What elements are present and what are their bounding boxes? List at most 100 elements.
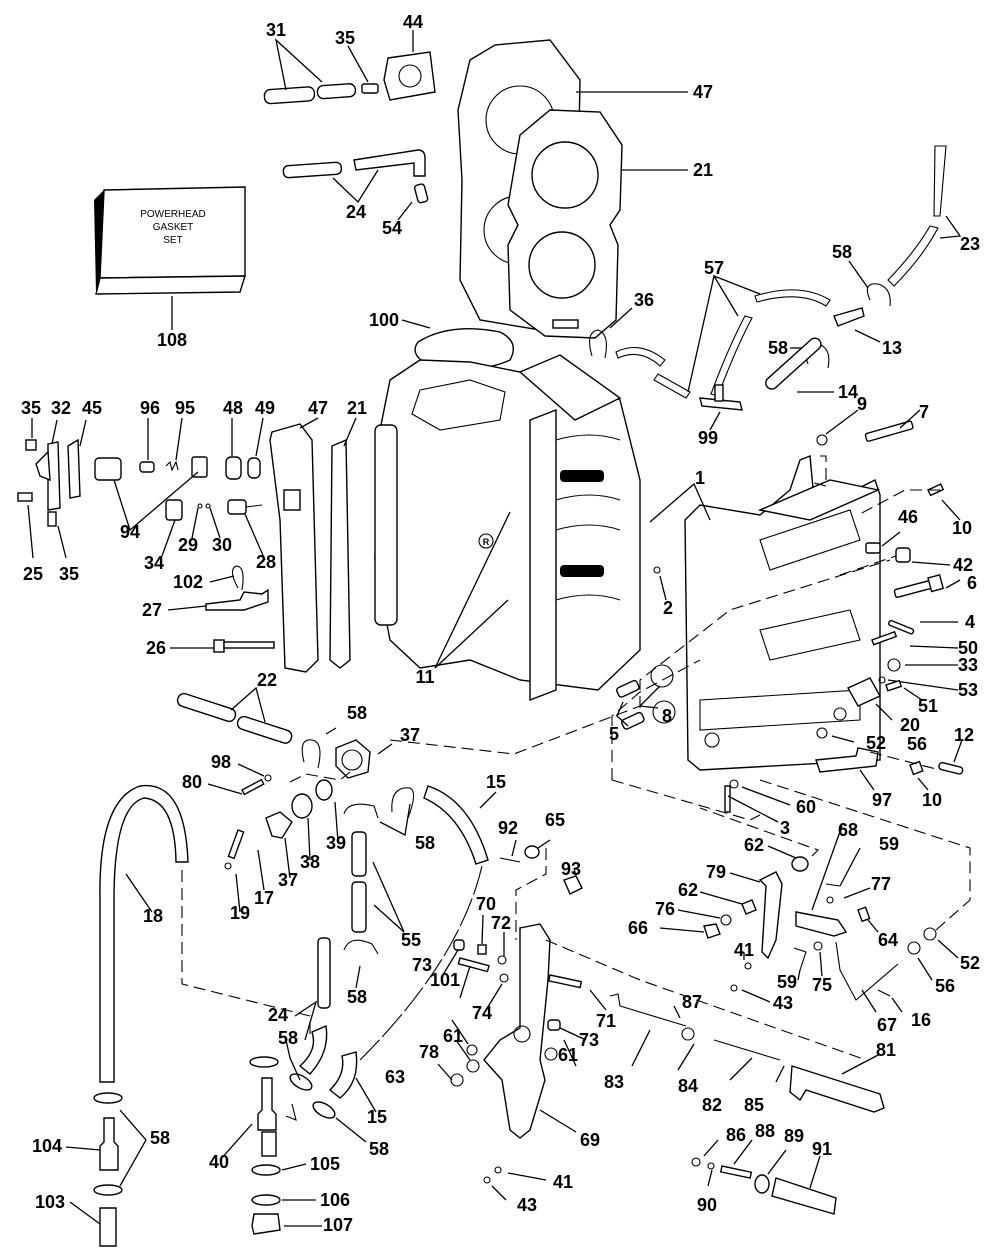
shift-parts	[609, 993, 885, 1113]
callout-77: 77	[870, 874, 892, 894]
callout-34: 34	[143, 553, 165, 573]
callout-58: 58	[277, 1028, 299, 1048]
callout-20: 20	[899, 715, 921, 735]
head-gasket-21-top	[507, 109, 688, 339]
gasket-set-label: POWERHEAD GASKET SET	[98, 208, 248, 247]
clamp-58-mid	[343, 939, 379, 989]
callout-21: 21	[346, 398, 368, 418]
callout-64: 64	[877, 930, 899, 950]
hose-24-top	[282, 149, 426, 204]
callout-28: 28	[255, 552, 277, 572]
hose-15-lower	[312, 1051, 377, 1119]
hoses-55	[351, 831, 405, 933]
callout-46: 46	[897, 507, 919, 527]
callout-33: 33	[957, 655, 979, 675]
clamps-58-pair	[343, 787, 415, 836]
callout-66: 66	[627, 918, 649, 938]
callout-90: 90	[696, 1195, 718, 1215]
callout-52: 52	[865, 733, 887, 753]
callout-108: 108	[156, 330, 188, 350]
callout-87: 87	[681, 992, 703, 1012]
callout-58: 58	[346, 703, 368, 723]
callout-52: 52	[959, 953, 981, 973]
callout-3: 3	[779, 818, 791, 838]
callout-88: 88	[754, 1121, 776, 1141]
callout-98: 98	[210, 752, 232, 772]
callout-37: 37	[399, 725, 421, 745]
hose-18	[99, 784, 311, 1083]
callout-57: 57	[703, 258, 725, 278]
callout-6: 6	[966, 573, 978, 593]
callout-31: 31	[265, 20, 287, 40]
callout-56: 56	[934, 976, 956, 996]
callout-79: 79	[705, 862, 727, 882]
hose-24-lower	[294, 937, 331, 1075]
cylinder-marking: R	[483, 537, 490, 547]
thermostat-cover-32	[17, 418, 87, 559]
callout-99: 99	[697, 428, 719, 448]
callout-89: 89	[783, 1126, 805, 1146]
callout-74: 74	[471, 1003, 493, 1023]
callout-4: 4	[964, 612, 976, 632]
callout-58: 58	[368, 1139, 390, 1159]
callout-101: 101	[429, 970, 461, 990]
crankcase	[649, 455, 881, 771]
callout-59: 59	[878, 834, 900, 854]
valve-parts	[161, 499, 266, 561]
callout-18: 18	[142, 906, 164, 926]
seal-parts-38-39	[291, 779, 339, 861]
callout-96: 96	[139, 398, 161, 418]
callout-23: 23	[959, 234, 981, 254]
callout-104: 104	[31, 1136, 63, 1156]
callout-59: 59	[776, 972, 798, 992]
thermostat-94	[94, 417, 208, 532]
water-fitting-37	[289, 705, 641, 783]
callout-70: 70	[475, 894, 497, 914]
handle-parts	[691, 1139, 837, 1215]
callout-71: 71	[595, 1011, 617, 1031]
hose-57	[687, 274, 831, 397]
callout-58: 58	[767, 338, 789, 358]
callout-30: 30	[211, 535, 233, 555]
callout-58: 58	[414, 833, 436, 853]
cover-44	[383, 30, 436, 101]
callout-47: 47	[307, 398, 329, 418]
callout-35: 35	[20, 398, 42, 418]
callout-61: 61	[442, 1026, 464, 1046]
callout-40: 40	[208, 1152, 230, 1172]
callout-16: 16	[910, 1010, 932, 1030]
callout-1: 1	[694, 468, 706, 488]
hose-31	[263, 38, 357, 105]
fitting-104-103	[65, 1092, 147, 1247]
callout-41: 41	[733, 940, 755, 960]
clip-102	[209, 565, 244, 591]
callout-5: 5	[608, 724, 620, 744]
callout-53: 53	[957, 680, 979, 700]
callout-2: 2	[662, 598, 674, 618]
head-gasket-21-side	[329, 417, 357, 669]
callout-55: 55	[400, 930, 422, 950]
dowel-2	[653, 566, 667, 601]
callout-93: 93	[560, 859, 582, 879]
tee-13	[833, 307, 881, 343]
callout-43: 43	[516, 1195, 538, 1215]
callout-106: 106	[319, 1190, 351, 1210]
callout-10: 10	[951, 518, 973, 538]
callout-100: 100	[368, 310, 400, 330]
callout-54: 54	[381, 218, 403, 238]
callout-25: 25	[22, 564, 44, 584]
bolt-26	[170, 639, 275, 653]
elbow-54	[397, 183, 429, 221]
fitting-35-top	[347, 45, 379, 94]
gasket-set-label-line-2: GASKET	[152, 222, 194, 233]
callout-73: 73	[411, 955, 433, 975]
small-hardware-right	[724, 409, 964, 823]
callout-22: 22	[256, 670, 278, 690]
callout-13: 13	[881, 338, 903, 358]
callout-82: 82	[701, 1095, 723, 1115]
hose-23	[887, 145, 962, 287]
hose-15-upper	[359, 785, 497, 1061]
callout-43: 43	[772, 993, 794, 1013]
